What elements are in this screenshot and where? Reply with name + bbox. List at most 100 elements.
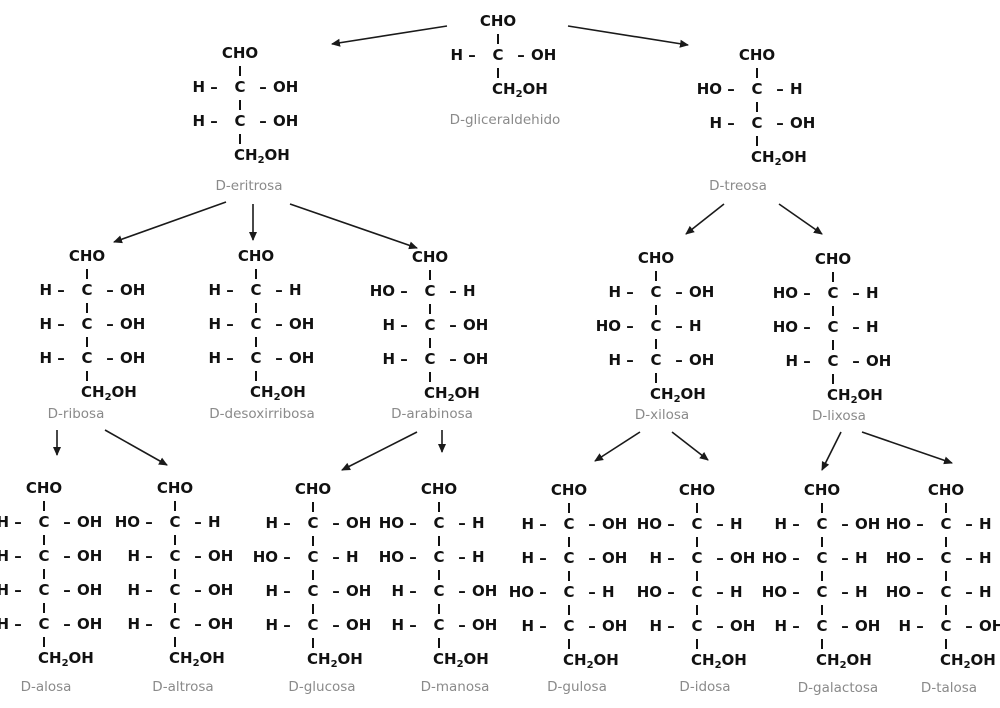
chiral-carbon: C xyxy=(169,547,181,565)
substituent-left: H xyxy=(127,615,140,633)
bond-vertical xyxy=(429,338,431,348)
chiral-carbon: C xyxy=(650,283,662,301)
substituent-right: H xyxy=(866,318,879,336)
chiral-carbon: C xyxy=(691,617,703,635)
bond-left: – xyxy=(539,583,547,601)
substituent-left: H xyxy=(382,316,395,334)
substituent-left: H xyxy=(774,515,787,533)
chiral-carbon: C xyxy=(751,80,763,98)
bond-right: – xyxy=(517,46,525,64)
substituent-right: OH xyxy=(289,349,315,367)
bond-left: – xyxy=(57,315,65,333)
chiral-carbon: C xyxy=(563,617,575,635)
substituent-right: H xyxy=(790,80,803,98)
chiral-carbon: C xyxy=(816,583,828,601)
arrow-gliceraldehido-to-treosa xyxy=(567,25,689,48)
bond-right: – xyxy=(63,513,71,531)
chiral-carbon: C xyxy=(424,316,436,334)
bond-right: – xyxy=(588,583,596,601)
bond-left: – xyxy=(226,349,234,367)
bond-vertical xyxy=(438,570,440,580)
bond-left: – xyxy=(626,317,634,335)
molecule-name: D-altrosa xyxy=(152,679,214,695)
substituent-left: H xyxy=(0,513,9,531)
bond-right: – xyxy=(449,316,457,334)
substituent-right: OH xyxy=(77,581,103,599)
bond-left: – xyxy=(210,112,218,130)
bond-right: – xyxy=(841,549,849,567)
substituent-right: OH xyxy=(689,283,715,301)
chiral-carbon: C xyxy=(816,549,828,567)
bond-vertical xyxy=(429,372,431,382)
bond-vertical xyxy=(832,272,834,282)
chiral-carbon: C xyxy=(940,617,952,635)
substituent-left: HO xyxy=(508,583,534,601)
substituent-right: H xyxy=(289,281,302,299)
formula-bottom: CH2OH xyxy=(38,649,94,669)
substituent-right: OH xyxy=(120,281,146,299)
substituent-left: HO xyxy=(761,583,787,601)
substituent-right: OH xyxy=(463,316,489,334)
formula-bottom: CH2OH xyxy=(424,384,480,404)
bond-vertical xyxy=(255,371,257,381)
chiral-carbon: C xyxy=(250,315,262,333)
bond-vertical xyxy=(86,337,88,347)
bond-vertical xyxy=(429,304,431,314)
formula-bottom: CH2OH xyxy=(307,650,363,670)
molecule-name: D-eritrosa xyxy=(215,178,283,194)
arrow-treosa-to-lixosa xyxy=(778,203,823,235)
substituent-right: OH xyxy=(855,515,881,533)
substituent-left: H xyxy=(39,349,52,367)
formula-bottom: CH2OH xyxy=(81,383,137,403)
chiral-carbon: C xyxy=(250,349,262,367)
bond-left: – xyxy=(145,615,153,633)
arrow-lixosa-to-galactosa xyxy=(821,431,842,471)
bond-right: – xyxy=(332,582,340,600)
substituent-left: H xyxy=(192,112,205,130)
bond-right: – xyxy=(852,318,860,336)
formula-top: CHO xyxy=(738,46,776,64)
formula-bottom: CH2OH xyxy=(234,146,290,166)
bond-right: – xyxy=(675,317,683,335)
bond-left: – xyxy=(916,515,924,533)
substituent-left: H xyxy=(127,547,140,565)
molecule-name: D-alosa xyxy=(20,679,72,695)
chiral-carbon: C xyxy=(307,616,319,634)
substituent-left: H xyxy=(127,581,140,599)
substituent-left: HO xyxy=(636,583,662,601)
bond-left: – xyxy=(539,549,547,567)
chiral-carbon: C xyxy=(563,549,575,567)
bond-left: – xyxy=(145,581,153,599)
substituent-right: H xyxy=(689,317,702,335)
bond-right: – xyxy=(776,80,784,98)
bond-vertical xyxy=(821,605,823,615)
substituent-right: OH xyxy=(531,46,557,64)
chiral-carbon: C xyxy=(827,284,839,302)
bond-left: – xyxy=(14,615,22,633)
formula-top: CHO xyxy=(411,248,449,266)
formula-top: CHO xyxy=(156,479,194,497)
bond-vertical xyxy=(945,605,947,615)
bond-vertical xyxy=(832,306,834,316)
substituent-right: OH xyxy=(346,616,372,634)
formula-top: CHO xyxy=(814,250,852,268)
bond-vertical xyxy=(756,68,758,78)
substituent-right: OH xyxy=(77,513,103,531)
formula-top: CHO xyxy=(294,480,332,498)
substituent-right: H xyxy=(208,513,221,531)
formula-top: CHO xyxy=(237,247,275,265)
bond-right: – xyxy=(275,315,283,333)
bond-vertical xyxy=(174,637,176,647)
formula-top: CHO xyxy=(479,12,517,30)
molecule-name: D-xilosa xyxy=(634,407,690,423)
bond-left: – xyxy=(803,318,811,336)
bond-vertical xyxy=(174,569,176,579)
chiral-carbon: C xyxy=(424,282,436,300)
substituent-left: H xyxy=(208,315,221,333)
arrow-lixosa-to-talosa xyxy=(861,431,953,465)
bond-right: – xyxy=(852,284,860,302)
chiral-carbon: C xyxy=(433,582,445,600)
chiral-carbon: C xyxy=(307,514,319,532)
formula-top: CHO xyxy=(678,481,716,499)
bond-left: – xyxy=(667,617,675,635)
